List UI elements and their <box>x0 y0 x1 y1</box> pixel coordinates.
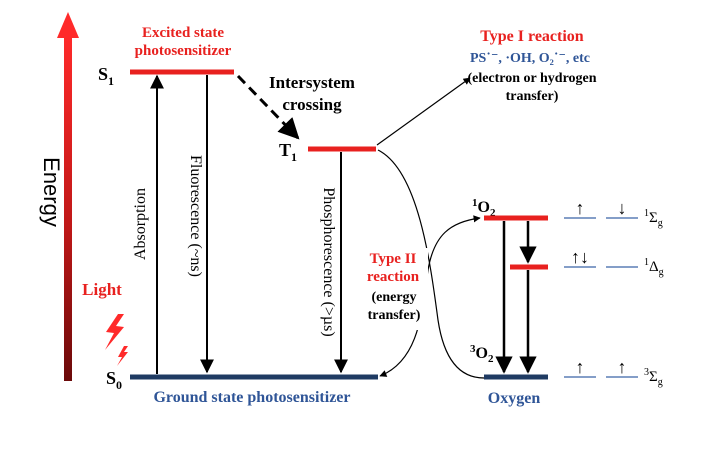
triplet-oxygen-label: 3O2 <box>470 343 494 365</box>
isc-label-line2: crossing <box>282 95 342 114</box>
spin-row-singlet-delta: ↑↓ 1Δg <box>564 247 664 278</box>
fluorescence-label: Fluorescence (~ns) <box>187 155 204 277</box>
type1-species: PS˙⁻, ·OH, O₂˙⁻, etc <box>470 51 590 66</box>
spin-up-arrow: ↑ <box>576 198 585 218</box>
t1-label: T1 <box>279 140 297 164</box>
type1-desc-line1: (electron or hydrogen <box>467 71 596 86</box>
type2-title-line1: Type II <box>370 251 417 267</box>
type2-label-bg <box>360 248 428 330</box>
singlet-oxygen-label: 1O2 <box>472 197 496 219</box>
term-symbol-singlet-delta: 1Δg <box>644 257 664 278</box>
s0-label: S0 <box>106 368 122 392</box>
type2-desc-line1: (energy <box>371 290 416 305</box>
energy-axis <box>57 12 79 381</box>
spin-up-arrow-2: ↑ <box>618 357 627 377</box>
type2-desc-line2: transfer) <box>368 308 421 323</box>
excited-state-title-line1: Excited state <box>142 25 224 41</box>
type2-title-line2: reaction <box>367 269 420 285</box>
ground-state-label: Ground state photosensitizer <box>153 389 350 406</box>
isc-dashed-arrow <box>236 74 300 140</box>
excited-state-title-line2: photosensitizer <box>135 43 232 59</box>
type1-arrow <box>376 77 471 146</box>
spin-down-arrow: ↓ <box>618 198 627 218</box>
lightning-bolt-icon <box>105 314 128 366</box>
spin-paired-arrows: ↑↓ <box>571 247 589 267</box>
type1-desc-line2: transfer) <box>506 89 559 104</box>
s1-label: S1 <box>98 64 114 88</box>
light-label: Light <box>82 280 122 299</box>
isc-label-line1: Intersystem <box>269 73 355 92</box>
spin-up-arrow-1: ↑ <box>576 357 585 377</box>
term-symbol-singlet-sigma: 1Σg <box>644 208 663 229</box>
type1-title: Type I reaction <box>480 28 584 45</box>
absorption-label: Absorption <box>132 188 149 260</box>
energy-label: Energy <box>39 157 64 227</box>
oxygen-label: Oxygen <box>488 390 541 407</box>
spin-row-singlet-sigma: ↑ ↓ 1Σg <box>564 198 663 229</box>
term-symbol-triplet-sigma: 3Σg <box>644 367 663 388</box>
phosphorescence-label: Phosphorescence (>µs) <box>320 187 337 336</box>
spin-row-triplet-sigma: ↑ ↑ 3Σg <box>564 357 663 388</box>
